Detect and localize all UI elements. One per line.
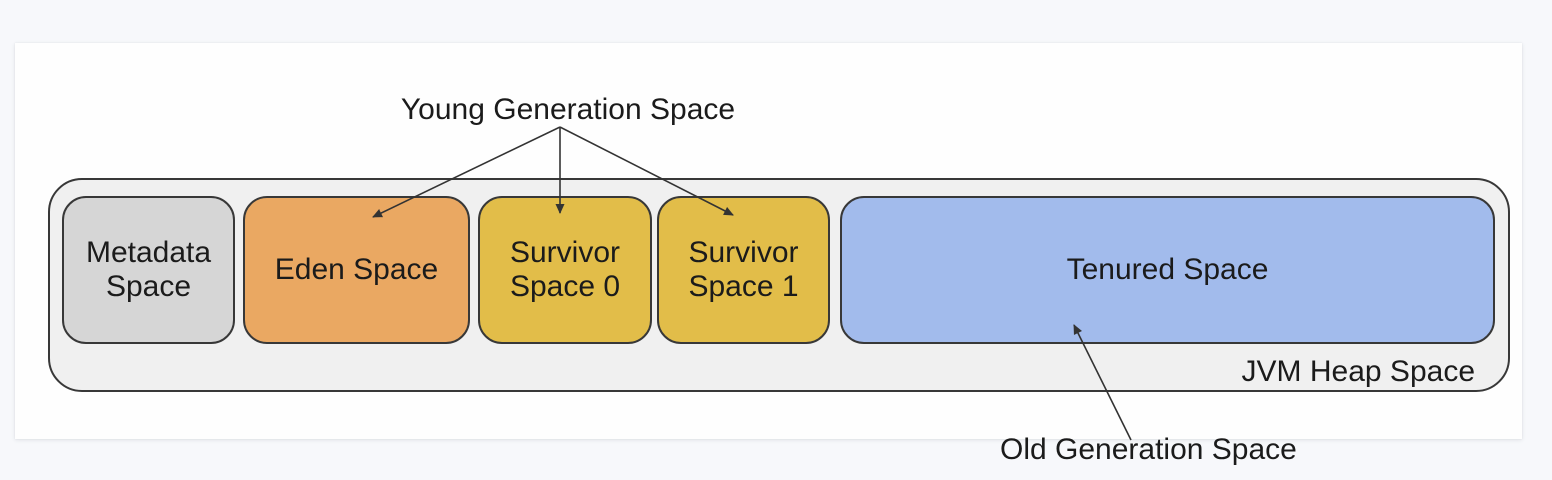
metadata-space-box: Metadata Space: [62, 196, 235, 344]
eden-space-box: Eden Space: [243, 196, 470, 344]
young-generation-label: Young Generation Space: [400, 93, 736, 126]
canvas-card: Metadata Space Eden Space Survivor Space…: [15, 43, 1522, 466]
old-generation-label: Old Generation Space: [1000, 433, 1297, 466]
tenured-space-box: Tenured Space: [840, 196, 1495, 344]
survivor-space-0-box: Survivor Space 0: [478, 196, 652, 344]
jvm-heap-label: JVM Heap Space: [1241, 355, 1475, 388]
survivor-space-1-box: Survivor Space 1: [657, 196, 830, 344]
